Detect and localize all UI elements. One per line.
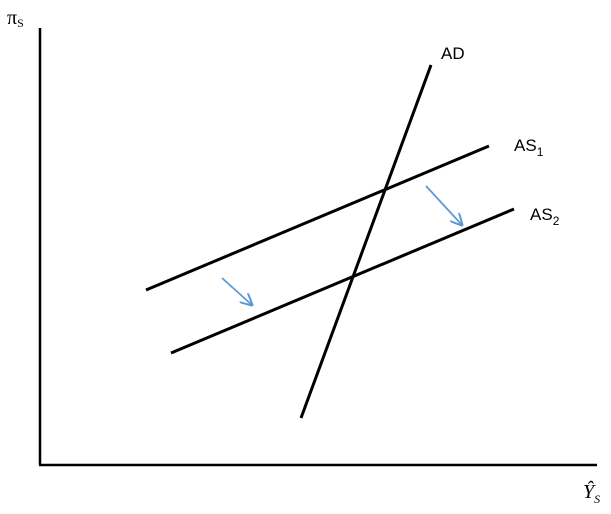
y-axis-label-main: π [7, 7, 17, 29]
y-axis-label: πS [7, 7, 24, 30]
as1-label-sub: 1 [537, 145, 544, 159]
arrow-down-right-icon [425, 185, 462, 225]
as1-label: AS1 [514, 136, 544, 159]
as1-curve [145, 144, 490, 292]
as2-label-main: AS [530, 205, 553, 224]
as2-curve [170, 207, 515, 355]
as2-label: AS2 [530, 205, 560, 228]
x-axis-label-main: Ŷ [583, 480, 596, 503]
x-axis-label-sub: S [594, 492, 600, 506]
y-axis-label-sub: S [17, 16, 24, 30]
ad-label: AD [441, 44, 465, 63]
ad-curve [299, 64, 433, 419]
as1-label-main: AS [514, 136, 537, 155]
x-axis-label: ŶS [583, 480, 600, 506]
as2-label-sub: 2 [553, 214, 560, 228]
arrow-down-right-icon [221, 277, 252, 305]
